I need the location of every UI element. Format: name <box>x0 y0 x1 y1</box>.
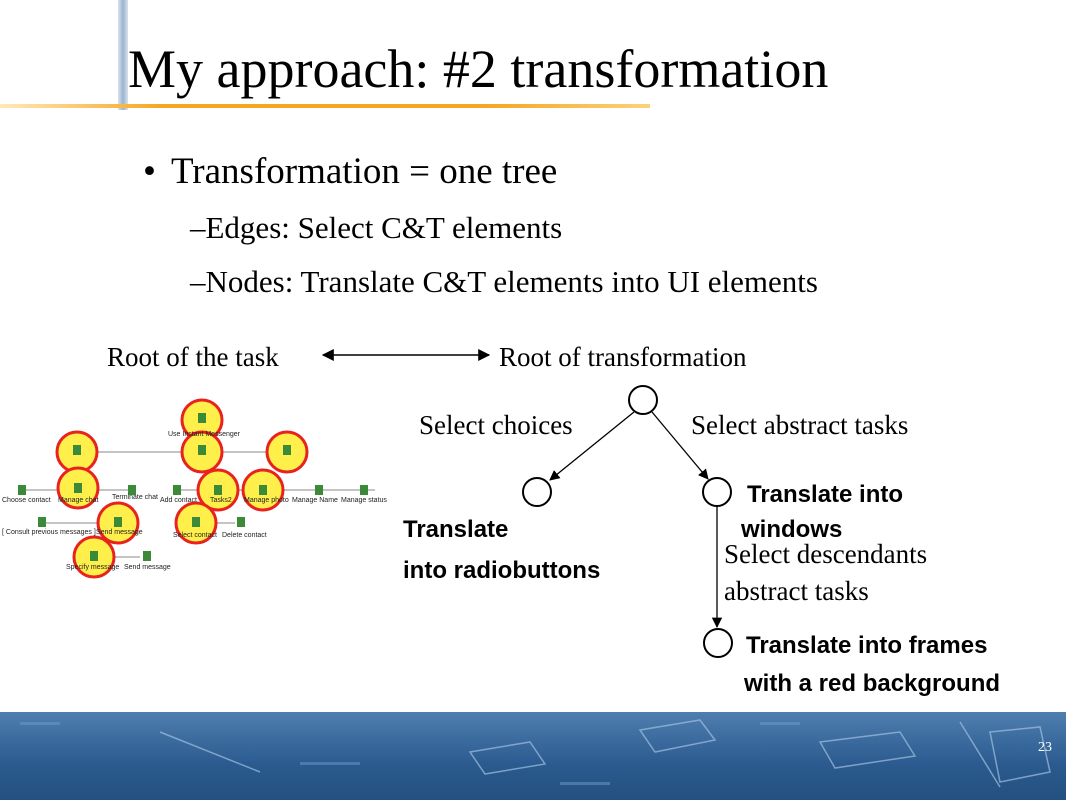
page-number: 23 <box>1038 740 1052 755</box>
task-node-root: Use Instant Messenger <box>168 431 241 438</box>
slide-title: My approach: #2 transformation <box>128 39 829 99</box>
sub-bullet-edges: –Edges: Select C&T elements <box>190 210 563 245</box>
task-node-7: Manage status <box>341 497 387 504</box>
transformation-root-node <box>628 385 658 415</box>
translate-into-windows-line1: Translate into <box>747 481 904 508</box>
bullet-dot: • <box>143 151 156 192</box>
task-node-3: Add contact <box>160 497 197 504</box>
main-bullet-text: Transformation = one tree <box>171 151 558 192</box>
edge-select-choices <box>549 411 635 481</box>
translate-frames-line2: with a red background <box>744 670 1001 697</box>
task-node-4: Tasks2 <box>210 497 232 504</box>
select-descendants-label-line1: Select descendants <box>724 539 928 569</box>
task-node-12: Specify message <box>66 564 119 571</box>
task-tree-image: Use Instant Messenger Choose contact Man… <box>2 398 387 579</box>
edge-select-abstract-tasks <box>651 411 709 480</box>
footer-decoration <box>20 719 1051 788</box>
task-node-10: Select contact <box>173 532 217 539</box>
translate-into-windows-line2: windows <box>741 516 843 543</box>
footer-band <box>0 712 1066 800</box>
windows-node <box>702 477 732 507</box>
radiobuttons-node <box>522 477 552 507</box>
select-abstract-tasks-label: Select abstract tasks <box>691 410 909 440</box>
select-choices-label: Select choices <box>419 410 573 440</box>
task-node-5: Manage photo <box>244 497 289 504</box>
task-node-8: [ Consult previous messages ] <box>2 529 96 536</box>
task-node-0: Choose contact <box>2 497 51 504</box>
task-node-2: Terminate chat <box>112 494 158 501</box>
title-decoration-bar <box>118 0 128 110</box>
frames-node <box>703 628 733 658</box>
translate-radiobuttons-line1: Translate <box>403 516 509 543</box>
sub-bullet-nodes: –Nodes: Translate C&T elements into UI e… <box>190 264 818 299</box>
task-node-9: Send message <box>96 529 143 536</box>
translate-frames-line1: Translate into frames <box>746 632 988 659</box>
root-of-task-label: Root of the task <box>107 342 279 372</box>
transformation-tree-diagram <box>321 349 733 658</box>
translate-radiobuttons-line2: into radiobuttons <box>403 557 601 584</box>
main-bullet: • Transformation = one tree <box>143 150 557 193</box>
task-node-11: Delete contact <box>222 532 267 539</box>
title-underline <box>0 104 650 108</box>
root-of-transformation-label: Root of transformation <box>499 342 747 372</box>
select-descendants-label-line2: abstract tasks <box>724 576 869 606</box>
task-node-1: Manage chat <box>58 497 99 504</box>
task-node-13: Send message <box>124 564 171 571</box>
task-node-6: Manage Name <box>292 497 338 504</box>
